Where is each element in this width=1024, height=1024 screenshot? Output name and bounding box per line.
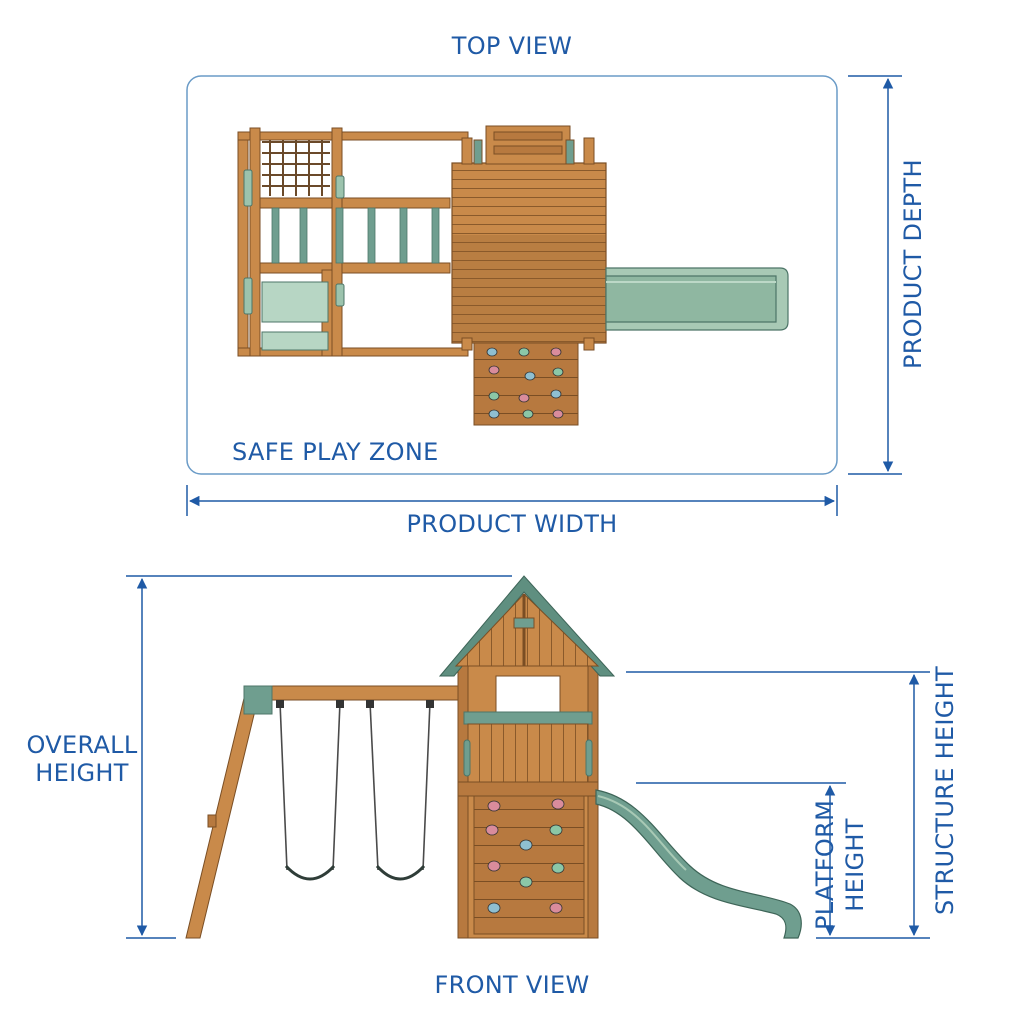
overall-height-dimension	[126, 575, 512, 939]
structure-height-dimension	[626, 671, 930, 939]
overall-height-label-line2: HEIGHT	[35, 759, 129, 787]
cargo-net-top	[262, 140, 330, 196]
ladder-top	[461, 125, 595, 165]
swing-seats-front	[284, 864, 426, 881]
overall-height-label-line1: OVERALL	[26, 731, 138, 759]
swing-chains	[279, 701, 431, 871]
slide-top	[605, 267, 789, 331]
platform-height-dimension	[636, 782, 846, 937]
front-view-title: FRONT VIEW	[434, 971, 590, 999]
swing-seats-top	[243, 169, 345, 351]
roof-front	[438, 575, 616, 677]
swing-frame-front	[185, 685, 461, 939]
swing-hangers	[276, 700, 434, 708]
climbing-holds-top	[486, 347, 564, 419]
deck-posts-top	[461, 337, 595, 351]
climbing-holds-front	[485, 798, 565, 914]
top-view-title: TOP VIEW	[451, 32, 573, 60]
deck-top	[451, 162, 607, 344]
slide-front	[595, 789, 802, 939]
product-depth-dimension	[848, 75, 902, 475]
product-width-label: PRODUCT WIDTH	[406, 510, 618, 538]
roof-shadow	[452, 235, 606, 343]
product-width-dimension	[186, 485, 838, 516]
monkey-bars-top	[271, 207, 440, 264]
safe-play-zone-label: SAFE PLAY ZONE	[232, 438, 439, 466]
safe-play-zone	[186, 75, 838, 475]
